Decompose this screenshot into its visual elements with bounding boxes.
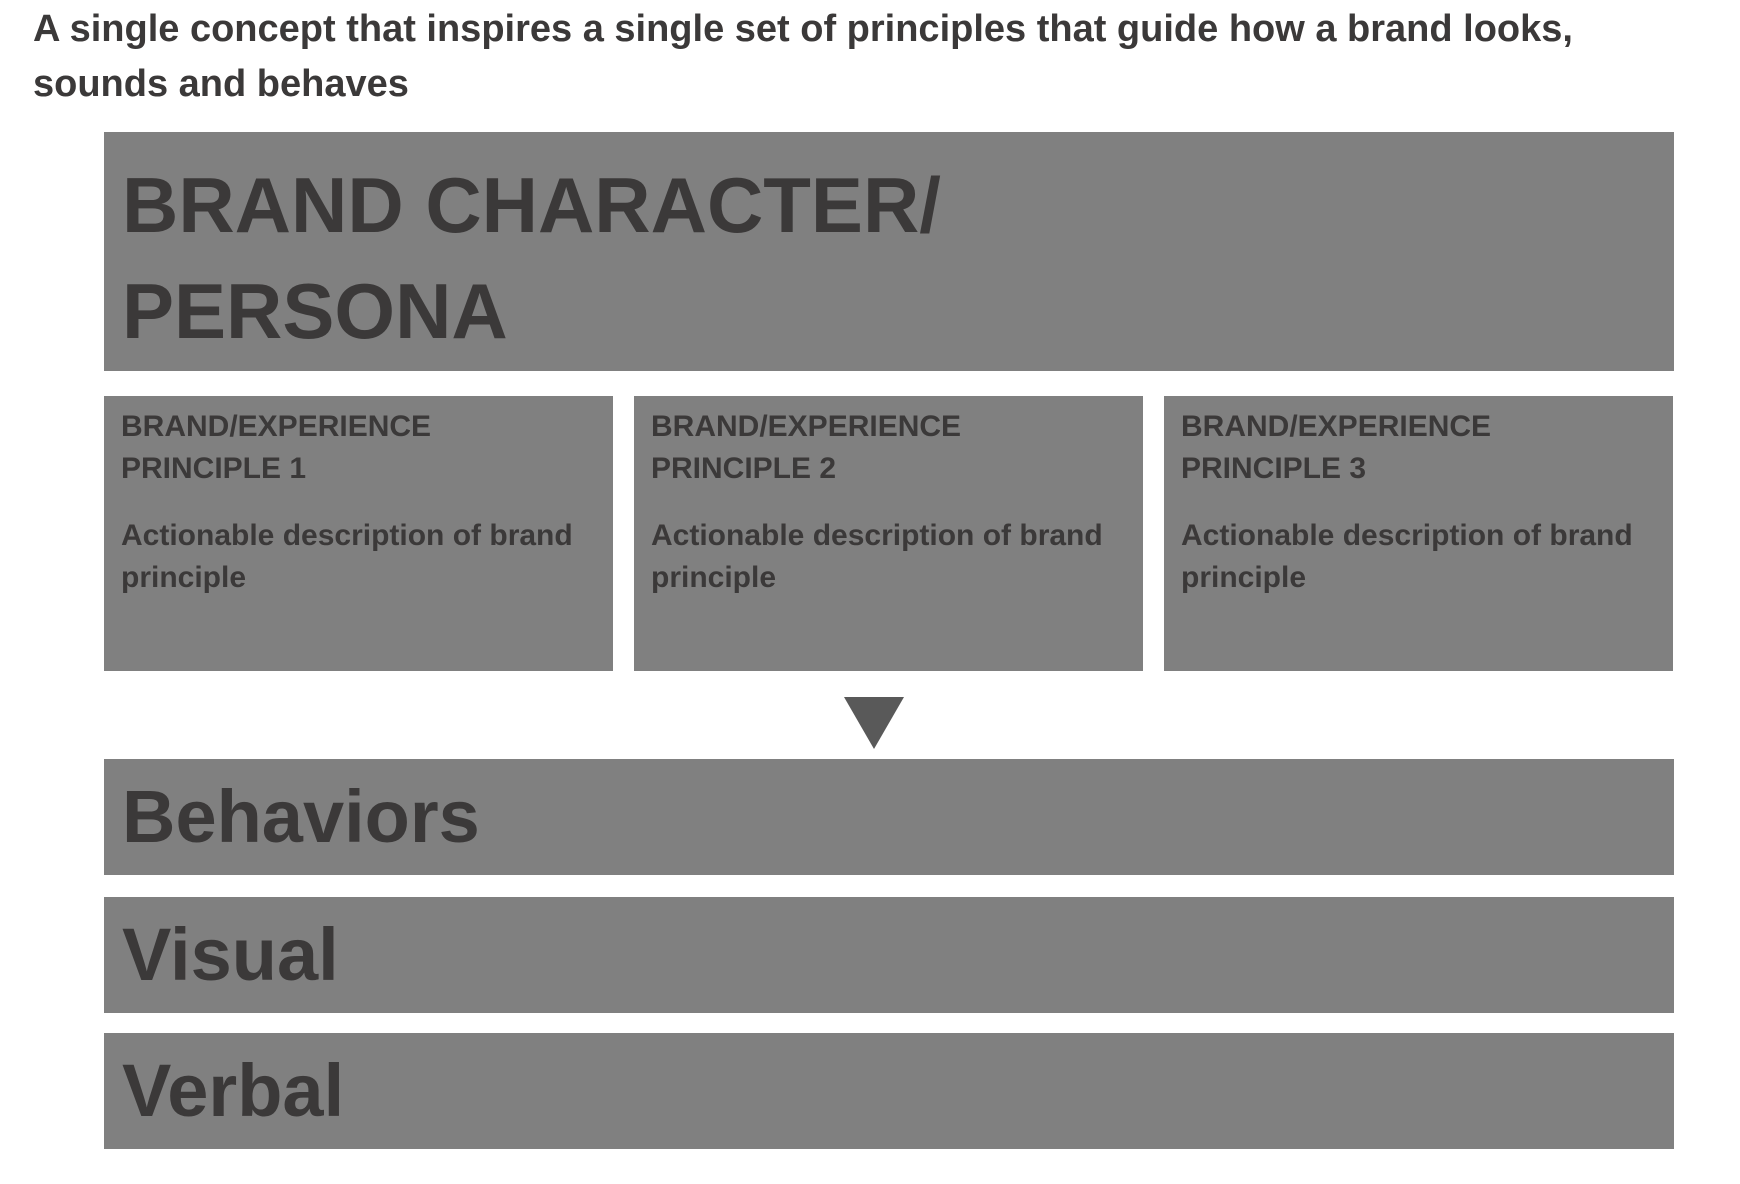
brand-character-line-1: BRAND CHARACTER/ <box>122 161 941 249</box>
verbal-band: Verbal <box>104 1033 1674 1149</box>
principle-title-2: BRAND/EXPERIENCE PRINCIPLE 2 <box>651 410 962 485</box>
verbal-label: Verbal <box>122 1049 345 1132</box>
visual-label: Visual <box>122 913 339 996</box>
principle-title-1: BRAND/EXPERIENCE PRINCIPLE 1 <box>121 410 432 485</box>
principle-title-3: BRAND/EXPERIENCE PRINCIPLE 3 <box>1181 410 1492 485</box>
principle-box-2: BRAND/EXPERIENCE PRINCIPLE 2 Actionable … <box>634 396 1143 671</box>
principle-box-1: BRAND/EXPERIENCE PRINCIPLE 1 Actionable … <box>104 396 613 671</box>
triangle-down-icon <box>844 697 904 749</box>
brand-character-line-2: PERSONA <box>122 267 508 355</box>
behaviors-label: Behaviors <box>122 775 480 858</box>
visual-band: Visual <box>104 897 1674 1013</box>
diagram-headline: A single concept that inspires a single … <box>33 8 1573 105</box>
principle-description-3: Actionable description of brand principl… <box>1181 519 1633 594</box>
brand-character-box: BRAND CHARACTER/ PERSONA <box>104 132 1674 371</box>
principle-description-1: Actionable description of brand principl… <box>121 519 573 594</box>
principle-description-2: Actionable description of brand principl… <box>651 519 1103 594</box>
behaviors-band: Behaviors <box>104 759 1674 875</box>
principle-box-3: BRAND/EXPERIENCE PRINCIPLE 3 Actionable … <box>1164 396 1673 671</box>
